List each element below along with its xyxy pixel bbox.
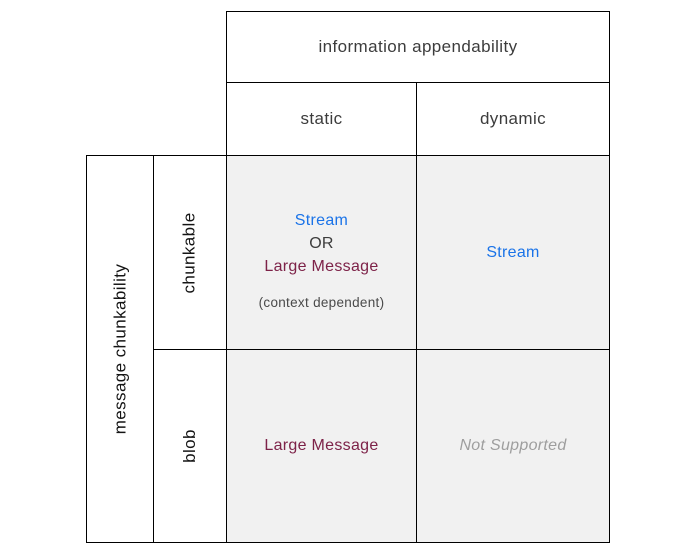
- stream-option-label: Stream: [294, 212, 349, 229]
- cell-blob-static: Large Message: [226, 349, 417, 543]
- context-dependent-note: (context dependent): [258, 295, 385, 310]
- row-header-chunkable: chunkable: [180, 211, 200, 294]
- row-axis-title-box: message chunkability: [86, 155, 154, 543]
- column-header-dynamic: dynamic: [479, 109, 547, 128]
- or-connector-label: OR: [309, 235, 334, 252]
- column-header-static-box: static: [226, 82, 417, 156]
- row-header-blob-box: blob: [153, 349, 227, 543]
- large-message-value-label: Large Message: [264, 437, 379, 454]
- column-header-static: static: [300, 109, 343, 128]
- row-header-blob: blob: [180, 429, 199, 463]
- column-axis-title: information appendability: [318, 37, 518, 56]
- cell-chunkable-dynamic: Stream: [416, 155, 610, 350]
- row-header-chunkable-box: chunkable: [153, 155, 227, 350]
- row-axis-title: message chunkability: [110, 263, 129, 435]
- not-supported-label: Not Supported: [459, 437, 567, 454]
- cell-chunkable-static-content: Stream OR Large Message (context depende…: [259, 195, 385, 310]
- stream-value-label: Stream: [486, 243, 540, 261]
- cell-blob-dynamic: Not Supported: [416, 349, 610, 543]
- column-header-dynamic-box: dynamic: [416, 82, 610, 156]
- cell-chunkable-static: Stream OR Large Message (context depende…: [226, 155, 417, 350]
- column-axis-title-box: information appendability: [226, 11, 610, 83]
- large-message-option-label: Large Message: [264, 258, 379, 275]
